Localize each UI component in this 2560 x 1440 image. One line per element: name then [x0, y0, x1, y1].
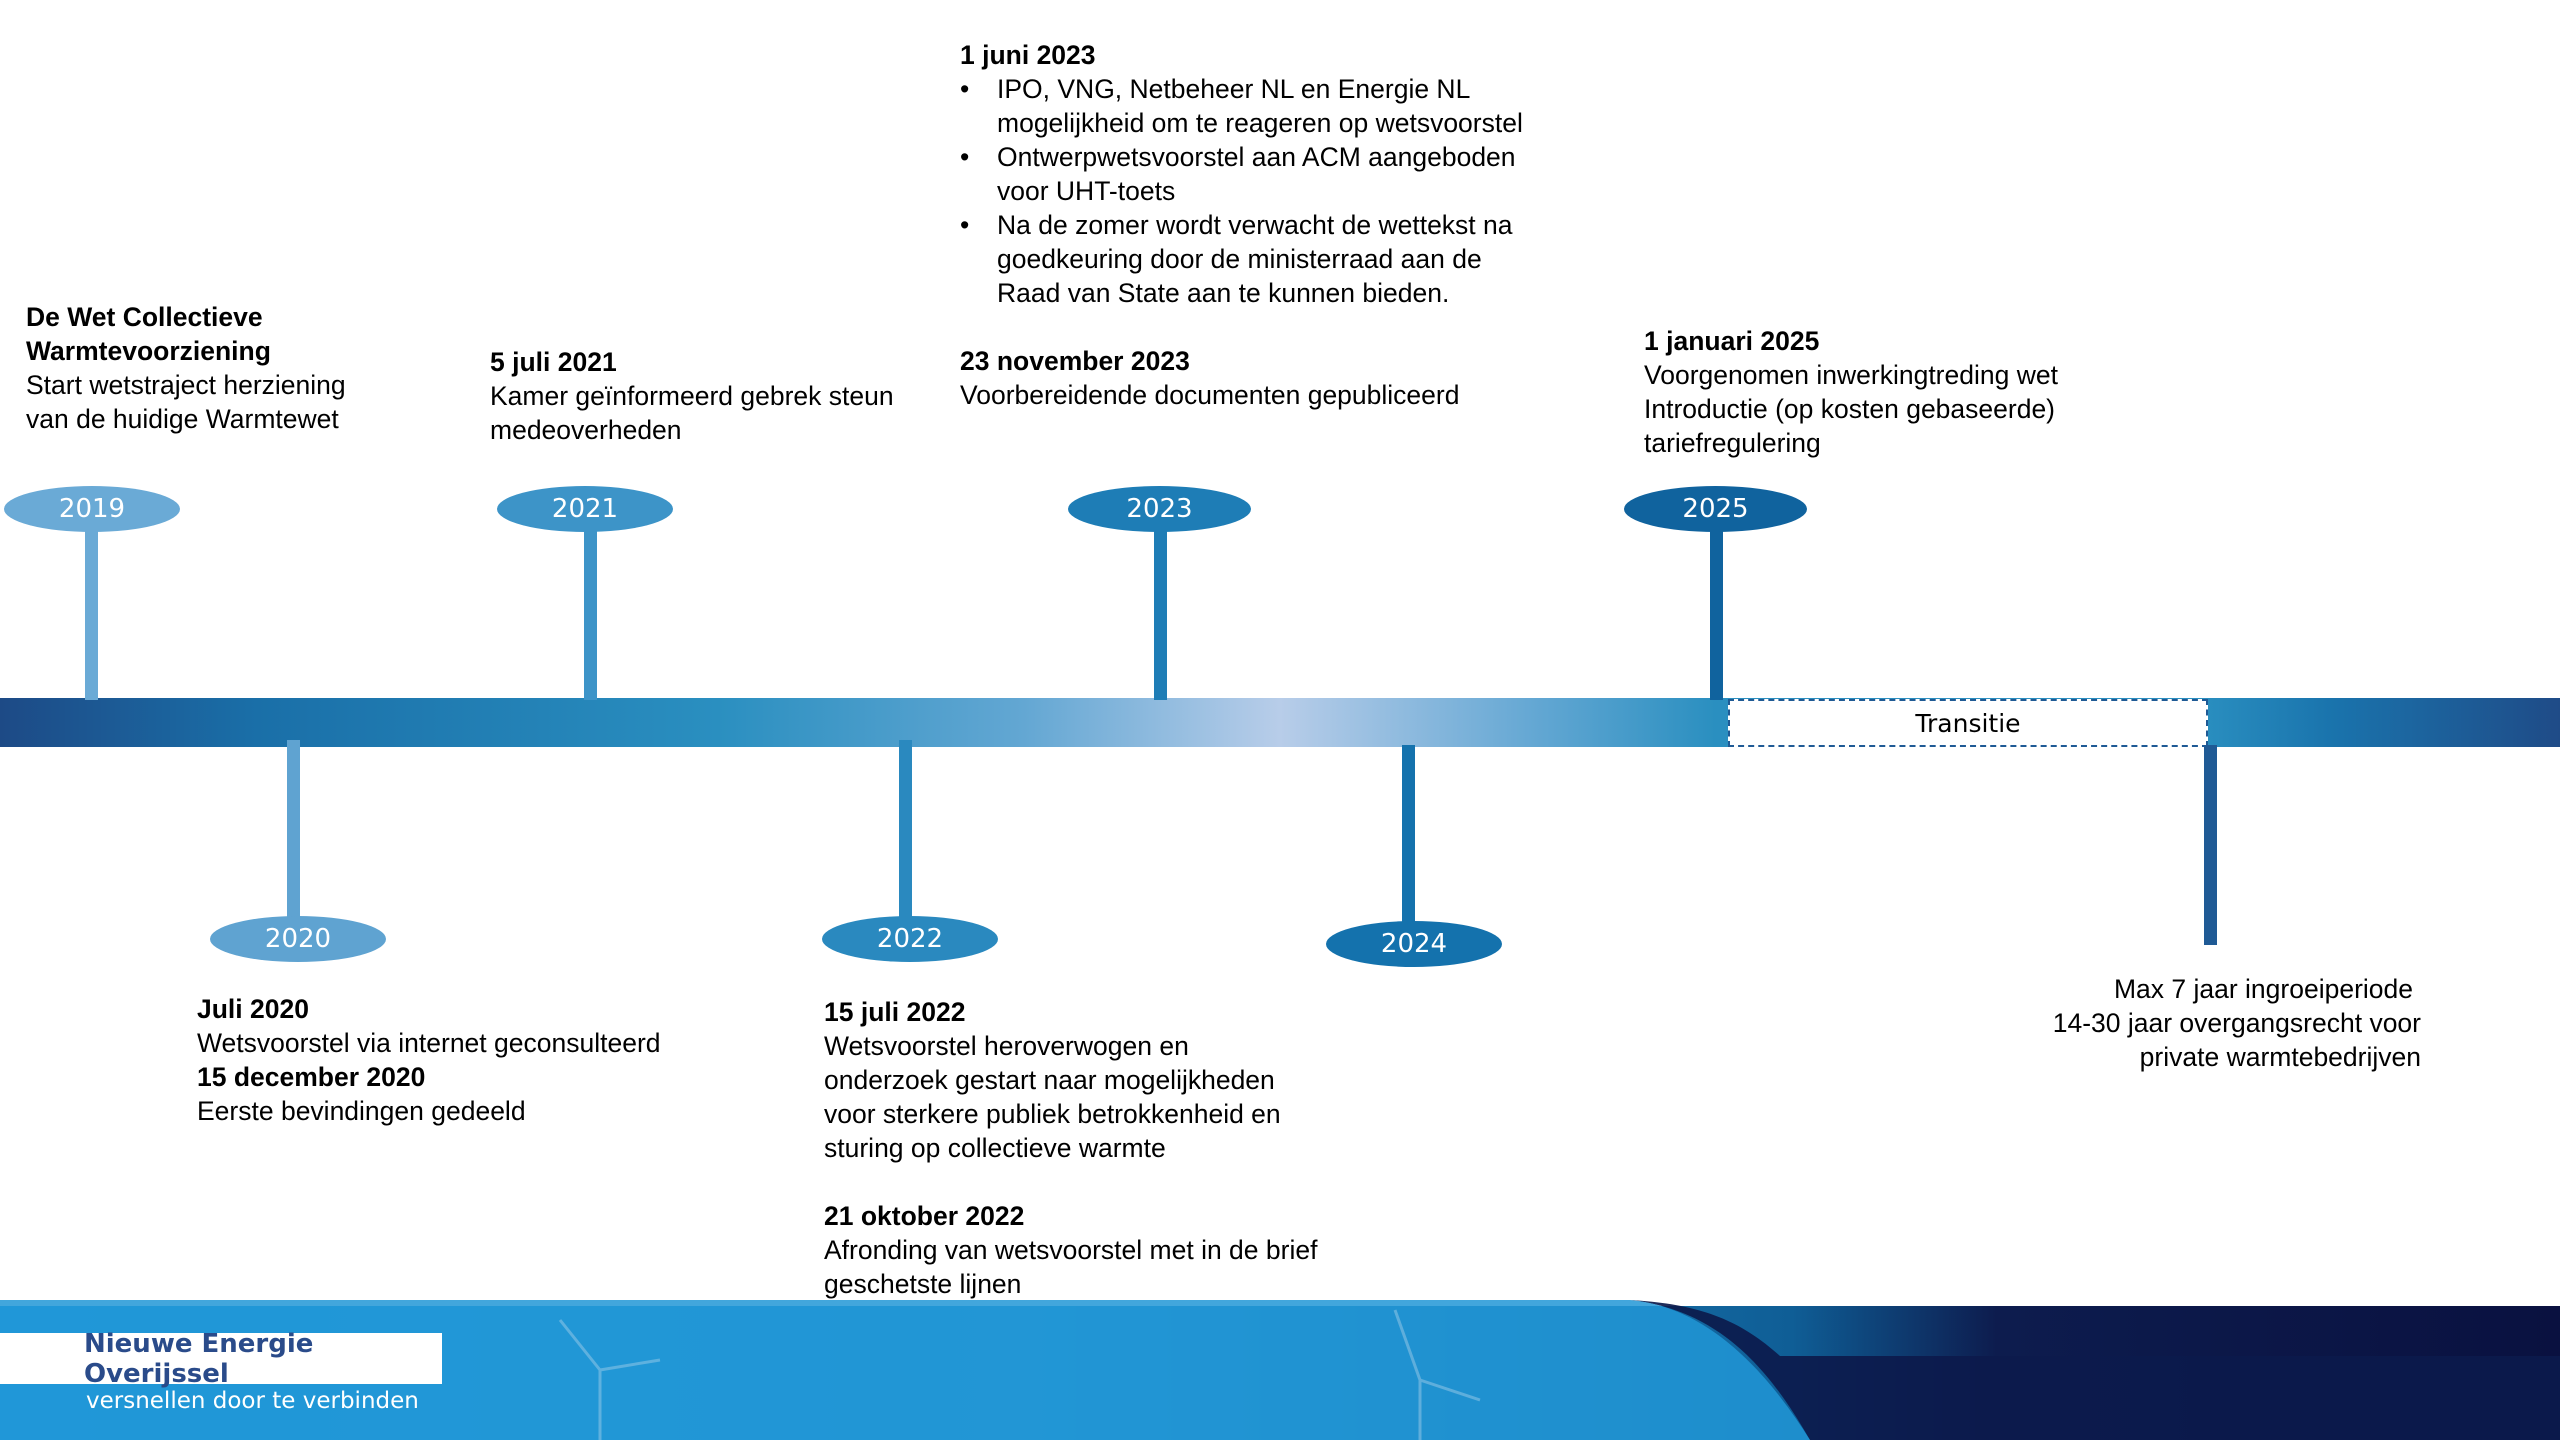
pin-2025 — [1710, 530, 1723, 700]
event-2025: 1 januari 2025 Voorgenomen inwerkingtred… — [1644, 324, 2058, 460]
year-2022-label: 2022 — [876, 924, 944, 954]
event-2020-text-1: Wetsvoorstel via internet geconsulteerd — [197, 1028, 661, 1058]
event-2022-text: geschetste lijnen — [824, 1269, 1022, 1299]
event-2019-title-1: De Wet Collectieve — [26, 302, 263, 332]
year-2025-pill: 2025 — [1624, 486, 1807, 532]
event-2022-text: onderzoek gestart naar mogelijkheden — [824, 1065, 1275, 1095]
pin-2021 — [584, 530, 597, 700]
event-2023-text-2: Voorbereidende documenten gepubliceerd — [960, 380, 1460, 410]
year-2022-pill: 2022 — [822, 916, 998, 962]
event-2023-bullet: IPO, VNG, Netbeheer NL en Energie NL mog… — [960, 72, 1523, 140]
event-2021-date: 5 juli 2021 — [490, 347, 617, 377]
event-2019-text-2: van de huidige Warmtewet — [26, 404, 339, 434]
brand-tagline: versnellen door te verbinden — [86, 1388, 419, 1414]
event-2020-date-2: 15 december 2020 — [197, 1062, 426, 1092]
year-2020-pill: 2020 — [210, 916, 386, 962]
event-2021-text-2: medeoverheden — [490, 415, 682, 445]
year-2020-label: 2020 — [264, 924, 332, 954]
event-2022-text: sturing op collectieve warmte — [824, 1133, 1166, 1163]
event-2022-date-2: 21 oktober 2022 — [824, 1201, 1025, 1231]
event-2022-text: Afronding van wetsvoorstel met in de bri… — [824, 1235, 1318, 1265]
event-2022-text: voor sterkere publiek betrokkenheid en — [824, 1099, 1281, 1129]
event-2020-text-2: Eerste bevindingen gedeeld — [197, 1096, 526, 1126]
year-2023-pill: 2023 — [1068, 486, 1251, 532]
event-end: Max 7 jaar ingroeiperiode 14-30 jaar ove… — [2053, 972, 2421, 1074]
event-2023-bullets: IPO, VNG, Netbeheer NL en Energie NL mog… — [960, 72, 1523, 310]
event-2022-text: Wetsvoorstel heroverwogen en — [824, 1031, 1189, 1061]
event-2023-date-2: 23 november 2023 — [960, 346, 1190, 376]
pin-end — [2204, 745, 2217, 945]
event-2022: 15 juli 2022 Wetsvoorstel heroverwogen e… — [824, 995, 1317, 1301]
brand-logo: Nieuwe Energie Overijssel — [0, 1329, 442, 1389]
year-2021-label: 2021 — [551, 494, 619, 524]
pin-2023 — [1154, 530, 1167, 700]
year-2019-pill: 2019 — [4, 486, 180, 532]
event-2025-date: 1 januari 2025 — [1644, 326, 1820, 356]
event-end-text-1: Max 7 jaar ingroeiperiode — [2113, 974, 2413, 1004]
year-2023-label: 2023 — [1126, 494, 1193, 524]
event-2025-text-2: Introductie (op kosten gebaseerde) — [1644, 394, 2056, 424]
event-2019: De Wet Collectieve Warmtevoorziening Sta… — [26, 300, 346, 436]
transition-label: Transitie — [1915, 708, 2021, 738]
event-end-text-2: 14-30 jaar overgangsrecht voor — [2052, 1008, 2421, 1038]
transition-box: Transitie — [1728, 699, 2208, 747]
event-2023-bullet: Ontwerpwetsvoorstel aan ACM aangeboden v… — [960, 140, 1523, 208]
wind-turbine-icon — [558, 1309, 1481, 1440]
event-2025-text-3: tariefregulering — [1644, 428, 1821, 458]
event-2023-bullet: Na de zomer wordt verwacht de wettekst n… — [960, 208, 1523, 310]
event-2020-date-1: Juli 2020 — [197, 994, 309, 1024]
year-2024-label: 2024 — [1380, 929, 1448, 959]
pin-2019 — [85, 530, 98, 700]
pin-2024 — [1402, 745, 1415, 925]
footer-wave — [0, 1300, 2560, 1440]
year-2024-pill: 2024 — [1326, 921, 1502, 967]
event-2021-text-1: Kamer geïnformeerd gebrek steun — [490, 381, 894, 411]
year-2019-label: 2019 — [58, 494, 126, 524]
event-2025-text-1: Voorgenomen inwerkingtreding wet — [1644, 360, 2058, 390]
event-2023-date-1: 1 juni 2023 — [960, 40, 1096, 70]
event-2019-text-1: Start wetstraject herziening — [26, 370, 346, 400]
brand-name: Nieuwe Energie Overijssel — [84, 1328, 314, 1389]
event-end-text-3: private warmtebedrijven — [2139, 1042, 2421, 1072]
event-2022-date-1: 15 juli 2022 — [824, 997, 966, 1027]
event-2023: 1 juni 2023 IPO, VNG, Netbeheer NL en En… — [960, 38, 1523, 412]
pin-2022 — [899, 740, 912, 920]
year-2021-pill: 2021 — [497, 486, 673, 532]
pin-2020 — [287, 740, 300, 920]
event-2020: Juli 2020 Wetsvoorstel via internet geco… — [197, 992, 661, 1128]
event-2019-title-2: Warmtevoorziening — [26, 336, 271, 366]
year-2025-label: 2025 — [1682, 494, 1749, 524]
event-2021: 5 juli 2021 Kamer geïnformeerd gebrek st… — [490, 345, 894, 447]
